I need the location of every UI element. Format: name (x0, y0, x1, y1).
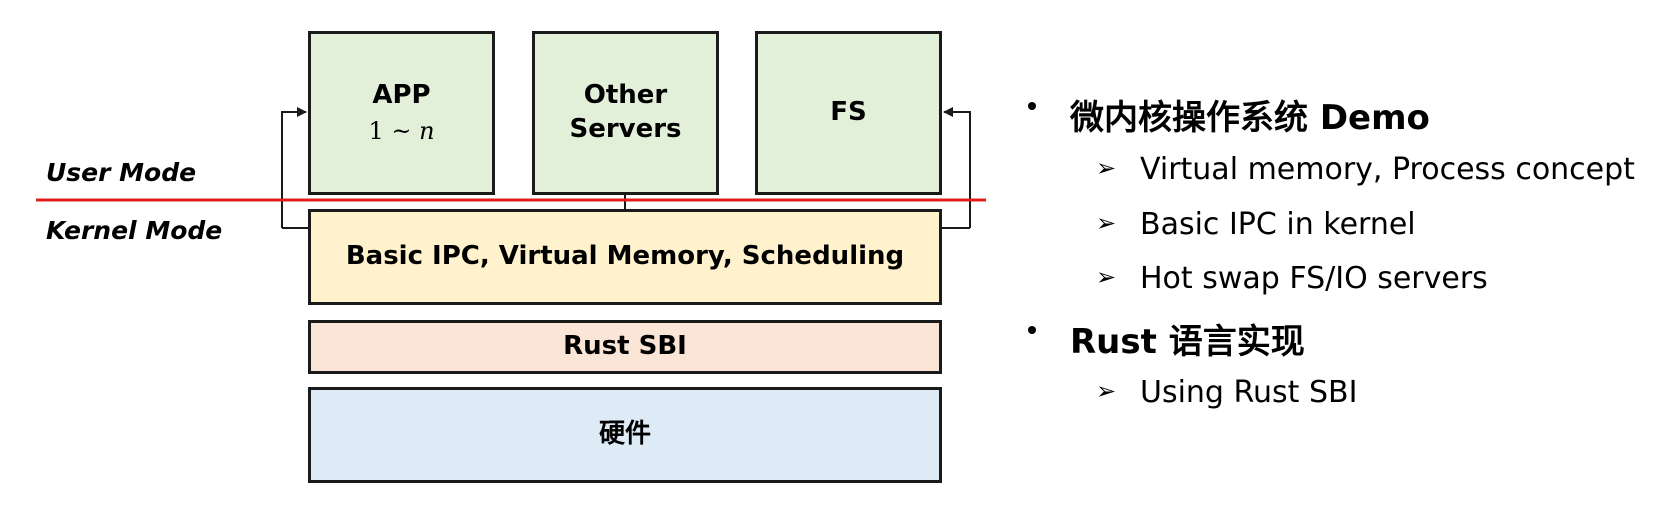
arrow-bullet-icon: ➢ (1096, 154, 1117, 182)
sub-bullet-text: Virtual memory, Process concept (1140, 152, 1635, 187)
other-servers-label-line1: Other (583, 80, 668, 111)
bullet-dot-icon (1028, 326, 1036, 334)
rust-sbi-label: Rust SBI (563, 331, 687, 362)
hardware-box: 硬件 (308, 387, 942, 483)
app-range-start: 1 (368, 117, 384, 146)
arrow-bullet-icon: ➢ (1096, 209, 1117, 237)
app-label: APP (372, 79, 431, 110)
arrow-bullet-icon: ➢ (1096, 377, 1117, 405)
app-range-end: n (419, 117, 435, 146)
bullet-text: Rust 语言实现 (1070, 322, 1305, 362)
app-instance-range: 1 ~ n (368, 116, 434, 147)
arrow-bullet-icon: ➢ (1096, 263, 1117, 291)
sub-bullet-text: Hot swap FS/IO servers (1140, 261, 1488, 296)
bullet-dot-icon (1028, 102, 1036, 110)
rust-sbi-box: Rust SBI (308, 320, 942, 374)
sub-bullet-text: Using Rust SBI (1140, 375, 1358, 410)
app-box: APP 1 ~ n (308, 31, 495, 195)
sub-bullet-text: Basic IPC in kernel (1140, 207, 1416, 242)
other-servers-box: Other Servers (532, 31, 719, 195)
bullet-text: 微内核操作系统 Demo (1070, 98, 1430, 138)
arrow-to-fs (943, 107, 971, 228)
kernel-ipc-label: Basic IPC, Virtual Memory, Scheduling (345, 241, 905, 272)
arrow-to-app (281, 107, 307, 228)
fs-label: FS (830, 97, 867, 128)
kernel-ipc-box: Basic IPC, Virtual Memory, Scheduling (308, 209, 942, 305)
app-range-sep: ~ (383, 117, 420, 146)
other-servers-label-line2: Servers (569, 114, 682, 144)
fs-box: FS (755, 31, 942, 195)
hardware-label: 硬件 (598, 419, 651, 450)
user-mode-label: User Mode (46, 158, 197, 187)
kernel-mode-label: Kernel Mode (46, 216, 223, 245)
